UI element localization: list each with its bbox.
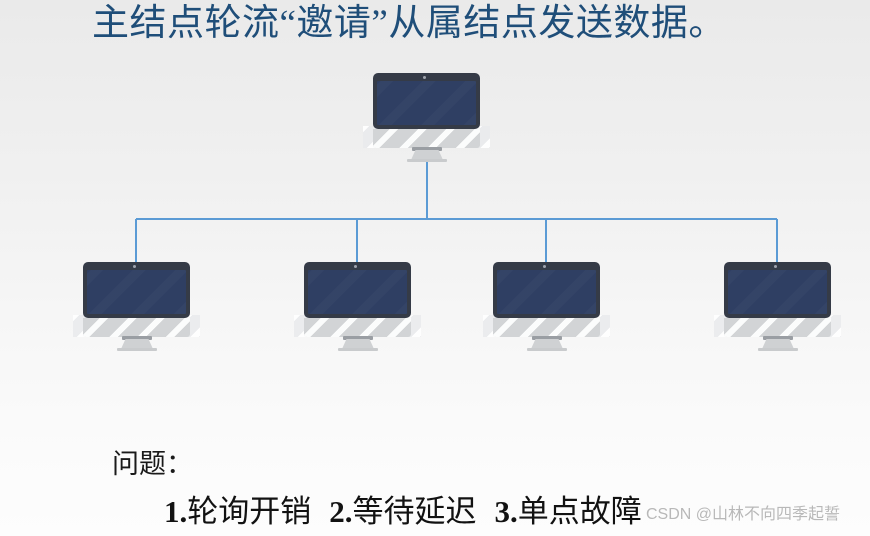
monitor-neck-top [763,336,793,340]
monitor-neck [342,339,374,349]
monitor-screen [497,270,596,314]
monitor-neck [762,339,794,349]
monitor-neck [411,150,443,160]
monitor-neck [121,339,153,349]
notes-heading: 问题： [112,449,193,479]
monitor-screen [308,270,407,314]
monitor-foot [338,348,378,351]
webcam-icon [543,265,546,268]
monitor-bezel [493,318,600,337]
monitor-neck-top [122,336,152,340]
monitor-slave-3[interactable] [483,262,610,351]
monitor-frame [83,262,190,318]
monitor-slave-1[interactable] [73,262,200,351]
monitor-foot [117,348,157,351]
monitor-bezel [83,318,190,337]
note-item-3-text: 单点故障 [517,494,642,529]
note-item-1-number: 1. [164,494,188,529]
monitor-foot [527,348,567,351]
monitor-bezel [373,129,480,148]
monitor-bezel [724,318,831,337]
monitor-neck-top [412,147,442,151]
page-title: 主结点轮流“邀请”从属结点发送数据。 [92,3,726,44]
monitor-slave-4[interactable] [714,262,841,351]
monitor-neck-top [532,336,562,340]
monitor-frame [493,262,600,318]
monitor-frame [304,262,411,318]
note-item-3-number: 3. [494,494,518,529]
monitor-screen [728,270,827,314]
note-item-2-number: 2. [329,494,353,529]
note-item-1-text: 轮询开销 [187,494,312,529]
monitor-foot [758,348,798,351]
monitor-screen [377,81,476,125]
webcam-icon [354,265,357,268]
monitor-master[interactable] [363,73,490,162]
monitor-bezel [304,318,411,337]
monitor-neck [531,339,563,349]
monitor-slave-2[interactable] [294,262,421,351]
webcam-icon [423,76,426,79]
monitor-frame [373,73,480,129]
note-item-2-text: 等待延迟 [352,494,477,529]
webcam-icon [133,265,136,268]
notes-list: 1.轮询开销 2.等待延迟 3.单点故障 [164,492,642,532]
webcam-icon [774,265,777,268]
monitor-screen [87,270,186,314]
watermark: CSDN @山林不向四季起誓 [646,506,841,523]
monitor-neck-top [343,336,373,340]
monitor-frame [724,262,831,318]
monitor-foot [407,159,447,162]
